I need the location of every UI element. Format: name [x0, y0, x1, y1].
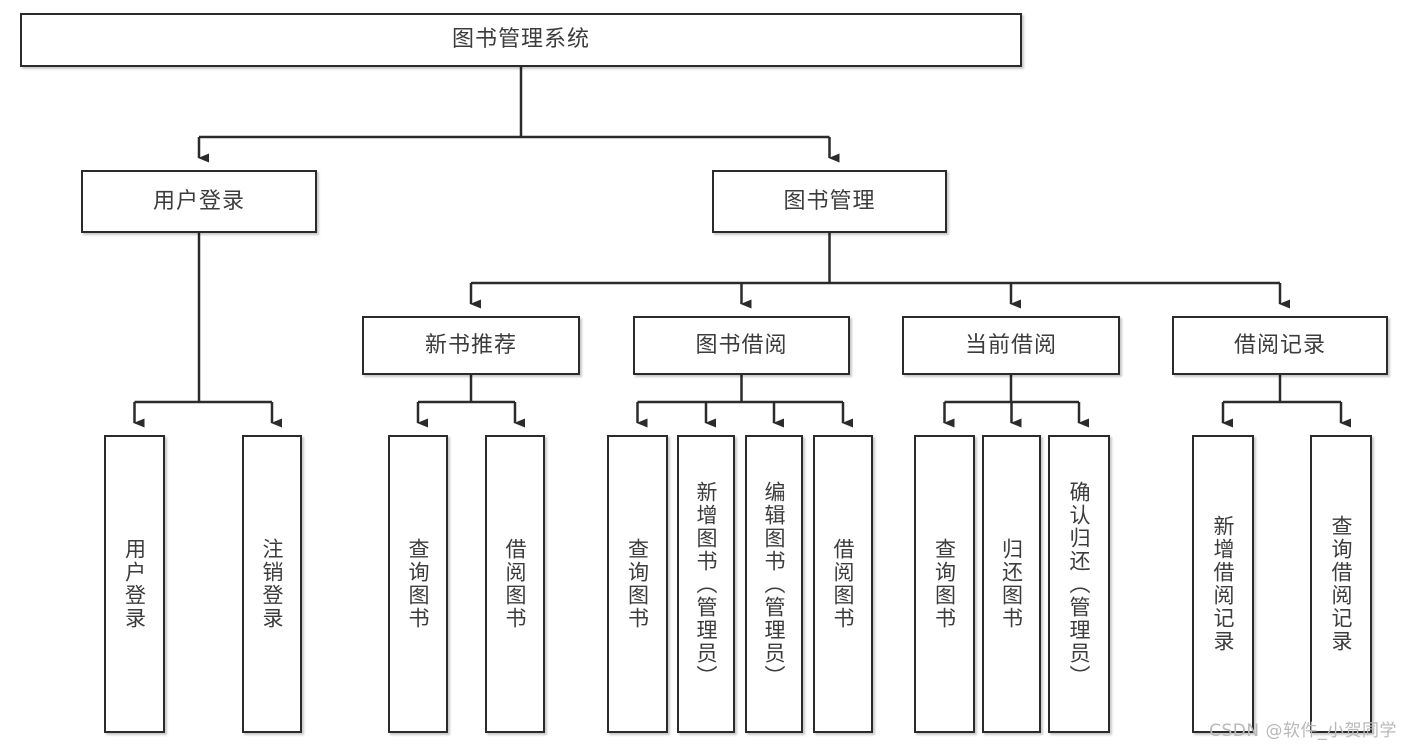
node-user-login[interactable]: 用户登录 — [81, 170, 317, 233]
node-root[interactable]: 图书管理系统 — [20, 13, 1022, 67]
node-label: 归还图书 — [999, 538, 1024, 630]
connector-bus-new-book-rec — [418, 375, 515, 404]
node-label: 新增借阅记录 — [1211, 515, 1236, 653]
node-leaf-query-book-3[interactable]: 查询图书 — [914, 435, 975, 733]
connector-bus-borrow-record — [1223, 375, 1341, 404]
node-label: 图书管理系统 — [451, 27, 590, 53]
node-new-book-rec[interactable]: 新书推荐 — [362, 316, 580, 375]
node-leaf-query-record[interactable]: 查询借阅记录 — [1310, 435, 1372, 733]
node-label: 借阅记录 — [1233, 332, 1326, 358]
node-leaf-return-book[interactable]: 归还图书 — [982, 435, 1041, 733]
node-leaf-query-book-1[interactable]: 查询图书 — [388, 435, 448, 733]
connector-bus-current-borrow — [944, 375, 1079, 404]
node-label: 当前借阅 — [964, 332, 1057, 358]
node-label: 用户登录 — [122, 538, 147, 630]
edge-group — [133, 67, 1351, 428]
node-leaf-borrow-book-2[interactable]: 借阅图书 — [813, 435, 873, 733]
connector-bus-book-manage — [471, 233, 1280, 285]
node-leaf-add-book[interactable]: 新增图书（管理员） — [677, 435, 735, 733]
node-leaf-user-login[interactable]: 用户登录 — [104, 435, 165, 733]
node-leaf-query-book-2[interactable]: 查询图书 — [607, 435, 668, 733]
node-label: 查询图书 — [406, 538, 431, 630]
node-label: 查询图书 — [625, 538, 650, 630]
node-current-borrow[interactable]: 当前借阅 — [902, 316, 1120, 375]
connector-bus-book-borrow — [637, 375, 843, 404]
node-label: 用户登录 — [152, 188, 245, 214]
node-label: 借阅图书 — [831, 538, 856, 630]
node-borrow-record[interactable]: 借阅记录 — [1172, 316, 1388, 375]
node-label: 新增图书（管理员） — [694, 480, 719, 688]
node-label: 注销登录 — [260, 538, 285, 630]
node-label: 编辑图书（管理员） — [762, 480, 787, 688]
connector-bus-root — [199, 67, 830, 139]
node-book-borrow[interactable]: 图书借阅 — [633, 316, 850, 375]
watermark-text: CSDN @软件_小贺同学 — [1209, 721, 1397, 741]
node-label: 借阅图书 — [503, 538, 528, 630]
node-leaf-add-record[interactable]: 新增借阅记录 — [1192, 435, 1254, 733]
node-label: 图书管理 — [783, 188, 876, 214]
node-label: 查询图书 — [932, 538, 957, 630]
node-leaf-user-logout[interactable]: 注销登录 — [242, 435, 302, 733]
node-book-manage[interactable]: 图书管理 — [712, 170, 947, 233]
node-leaf-edit-book[interactable]: 编辑图书（管理员） — [745, 435, 803, 733]
node-label: 查询借阅记录 — [1329, 515, 1354, 653]
node-leaf-confirm-return[interactable]: 确认归还（管理员） — [1048, 435, 1110, 733]
node-leaf-borrow-book-1[interactable]: 借阅图书 — [485, 435, 545, 733]
node-label: 新书推荐 — [424, 332, 517, 358]
connector-bus-user-login — [134, 233, 272, 404]
node-label: 确认归还（管理员） — [1067, 480, 1092, 688]
node-label: 图书借阅 — [695, 332, 788, 358]
